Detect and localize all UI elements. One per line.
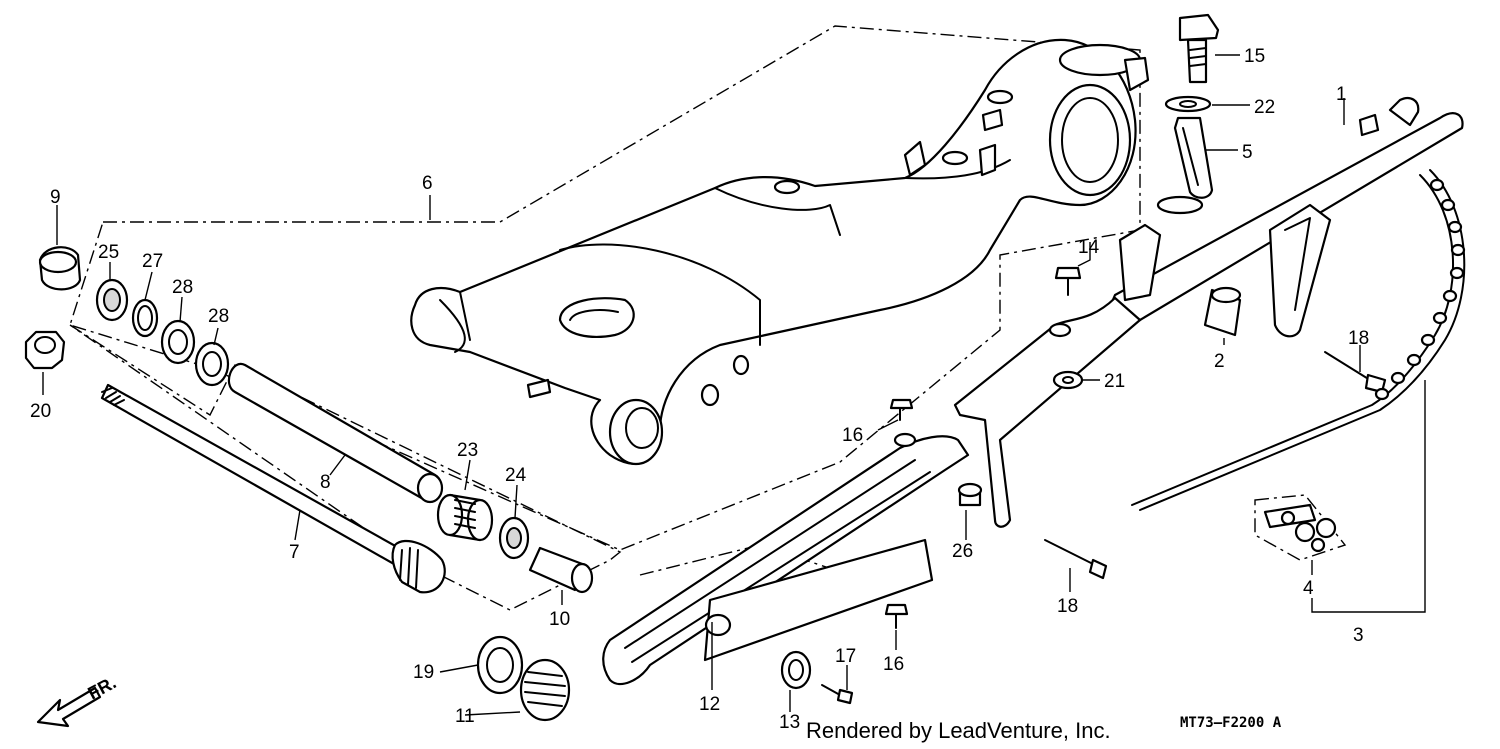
callout-22: 22	[1254, 97, 1275, 118]
callout-12: 12	[699, 694, 720, 715]
callout-26-collar: 26	[952, 541, 973, 562]
bearing-28a[interactable]	[160, 319, 196, 365]
callout-19: 19	[413, 662, 434, 683]
pivot-nut-20[interactable]	[24, 330, 66, 370]
thread-collar-11[interactable]	[519, 658, 571, 722]
callout-26: 27	[142, 251, 163, 272]
screw-16b[interactable]	[884, 603, 909, 629]
diagram-code: MT73—F2200 A	[1180, 715, 1282, 731]
callout-24: 24	[505, 465, 527, 486]
swingarm[interactable]	[410, 38, 1150, 466]
bolt-15[interactable]	[1178, 13, 1220, 84]
callout-7: 7	[289, 542, 300, 563]
collar-10[interactable]	[528, 546, 594, 594]
callout-28b: 28	[208, 306, 229, 327]
screw-14[interactable]	[1054, 266, 1082, 296]
needle-bearing-23[interactable]	[436, 493, 494, 542]
chain-case-1[interactable]	[953, 96, 1464, 528]
pivot-shaft[interactable]	[100, 383, 446, 594]
front-arrow-icon	[36, 686, 102, 728]
bearing-25[interactable]	[95, 278, 129, 322]
callout-9: 9	[50, 187, 61, 208]
callout-10: 10	[549, 609, 570, 630]
callout-5: 5	[1242, 142, 1253, 163]
bearing-28b[interactable]	[194, 341, 230, 387]
callout-23: 23	[457, 440, 478, 461]
callout-4: 4	[1303, 578, 1314, 599]
callout-16b: 16	[883, 654, 904, 675]
callout-11: 11	[455, 706, 475, 727]
chain-slider-12[interactable]	[602, 432, 970, 686]
callout-18a: 18	[1348, 328, 1369, 349]
callout-6: 6	[422, 173, 433, 194]
callout-1: 1	[1336, 84, 1347, 105]
pivot-cap-9[interactable]	[38, 246, 82, 291]
washer-21[interactable]	[1052, 370, 1084, 390]
callout-16a: 16	[842, 425, 863, 446]
callout-17: 17	[835, 646, 856, 667]
slider-rubber-13[interactable]	[780, 650, 812, 690]
callout-15: 15	[1244, 46, 1265, 67]
drive-chain-3[interactable]	[1131, 169, 1466, 511]
bearing-24[interactable]	[498, 516, 530, 560]
bolt-18a[interactable]	[1324, 351, 1387, 394]
screw-16a[interactable]	[889, 398, 914, 421]
callout-13: 13	[779, 712, 800, 733]
callout-25: 25	[98, 242, 119, 263]
callout-28a: 28	[172, 277, 193, 298]
callout-20: 20	[30, 401, 51, 422]
callout-3: 3	[1353, 625, 1364, 646]
bolt-18b[interactable]	[1044, 539, 1108, 580]
callout-labels: 1 2 3 4 5 6 7 8 9 10 11 12 13 14 15 16 1…	[30, 46, 1369, 733]
leader-lines	[42, 54, 1426, 716]
callout-18b: 18	[1057, 596, 1078, 617]
callout-8: 8	[320, 472, 331, 493]
callout-21: 21	[1104, 371, 1125, 392]
front-direction-indicator: FR.	[36, 672, 119, 728]
collar-2[interactable]	[1203, 286, 1242, 337]
bolt-17[interactable]	[821, 684, 854, 705]
clip-5[interactable]	[1156, 116, 1214, 215]
render-credit: Rendered by LeadVenture, Inc.	[806, 718, 1111, 743]
pivot-collar-tube[interactable]	[227, 362, 444, 504]
callout-14: 14	[1078, 237, 1100, 258]
master-link-4[interactable]	[1254, 494, 1347, 561]
collar-26[interactable]	[957, 482, 983, 507]
washer-22[interactable]	[1164, 95, 1212, 113]
callout-2: 2	[1214, 351, 1225, 372]
dust-seal-19[interactable]	[476, 635, 524, 695]
snap-ring-27[interactable]	[131, 298, 159, 338]
chain-links	[1374, 178, 1466, 401]
